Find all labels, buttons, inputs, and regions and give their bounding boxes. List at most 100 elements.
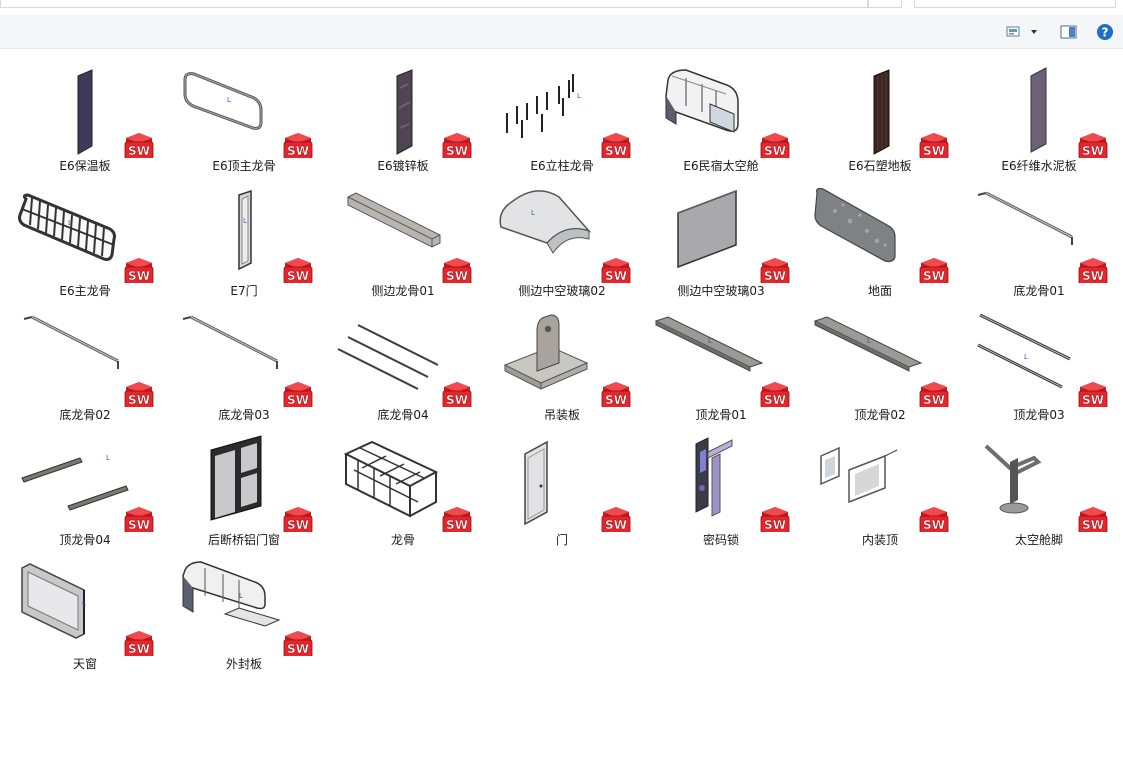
file-item[interactable]: SW 底龙骨04	[328, 301, 478, 423]
file-name: 太空舱脚	[1014, 532, 1063, 547]
svg-text:L: L	[82, 600, 86, 608]
file-name: 顶龙骨02	[854, 408, 906, 422]
search-input[interactable]	[914, 0, 1116, 8]
svg-text:SW: SW	[287, 642, 309, 656]
rod-icon: SW	[169, 307, 319, 407]
pane-icon	[1060, 25, 1077, 39]
address-dropdown-button[interactable]	[868, 0, 902, 8]
solidworks-badge-icon: SW	[283, 382, 313, 407]
file-name: E6立柱龙骨	[530, 159, 594, 173]
solidworks-badge-icon: SW	[124, 382, 154, 407]
flat-glass-icon: SW	[646, 183, 796, 283]
solidworks-badge-icon: SW	[760, 257, 790, 283]
svg-text:L: L	[1024, 353, 1028, 361]
file-name: 后断桥铝门窗	[207, 532, 280, 547]
solidworks-badge-icon: SW	[760, 506, 790, 532]
solidworks-badge-icon: SW	[442, 133, 472, 158]
file-name: 外封板	[225, 657, 262, 671]
skeleton-icon: SW	[328, 432, 478, 532]
svg-text:SW: SW	[1082, 269, 1104, 283]
help-button[interactable]: ?	[1095, 23, 1115, 41]
solidworks-badge-icon: SW	[1078, 257, 1108, 283]
file-name: 顶龙骨04	[59, 532, 111, 547]
foot-icon: SW	[964, 432, 1114, 532]
file-name: 密码锁	[702, 532, 739, 547]
file-name: 侧边中空玻璃03	[677, 283, 765, 298]
door-icon: SW	[487, 432, 637, 532]
solidworks-badge-icon: SW	[919, 506, 949, 532]
panel-wood-icon: SW	[805, 58, 955, 158]
svg-text:SW: SW	[446, 269, 468, 283]
top-strip	[0, 0, 1123, 14]
svg-text:SW: SW	[923, 144, 945, 158]
file-item[interactable]: SW 密码锁	[646, 426, 796, 548]
change-view-button[interactable]	[1004, 23, 1044, 41]
svg-text:SW: SW	[128, 144, 150, 158]
svg-text:SW: SW	[287, 269, 309, 283]
file-item[interactable]: L SW 顶龙骨03	[964, 301, 1114, 423]
solidworks-badge-icon: SW	[124, 506, 154, 532]
command-bar: ?	[0, 15, 1123, 49]
svg-text:SW: SW	[764, 393, 786, 407]
file-item[interactable]: SW 侧边龙骨01	[328, 177, 478, 299]
solidworks-badge-icon: SW	[124, 631, 154, 656]
solidworks-badge-icon: SW	[919, 382, 949, 407]
solidworks-badge-icon: SW	[601, 257, 631, 283]
file-name: 底龙骨01	[1013, 283, 1065, 298]
ceiling-parts-icon: SW	[805, 432, 955, 532]
solidworks-badge-icon: SW	[601, 133, 631, 158]
preview-pane-button[interactable]	[1059, 23, 1079, 41]
panel-dark-icon: SW	[10, 58, 160, 158]
svg-text:SW: SW	[1082, 393, 1104, 407]
file-item[interactable]: SW 底龙骨03	[169, 301, 319, 423]
svg-text:SW: SW	[764, 518, 786, 532]
svg-text:SW: SW	[128, 269, 150, 283]
file-name: 底龙骨04	[377, 408, 429, 422]
solidworks-badge-icon: SW	[442, 506, 472, 532]
svg-text:SW: SW	[605, 518, 627, 532]
solidworks-badge-icon: SW	[283, 133, 313, 158]
panel-stone-icon: SW	[328, 58, 478, 158]
file-name: 底龙骨03	[218, 408, 270, 422]
file-item[interactable]: SW 底龙骨01	[964, 177, 1114, 299]
file-name: E6纤维水泥板	[1001, 159, 1077, 173]
solidworks-badge-icon: SW	[442, 382, 472, 407]
file-name: 顶龙骨03	[1013, 408, 1065, 422]
solidworks-badge-icon: SW	[919, 133, 949, 158]
triple-rod-icon: SW	[328, 307, 478, 407]
double-rod-icon: L SW	[964, 307, 1114, 407]
solidworks-badge-icon: SW	[760, 133, 790, 158]
address-bar[interactable]	[0, 0, 868, 8]
file-name: 侧边龙骨01	[371, 283, 435, 298]
